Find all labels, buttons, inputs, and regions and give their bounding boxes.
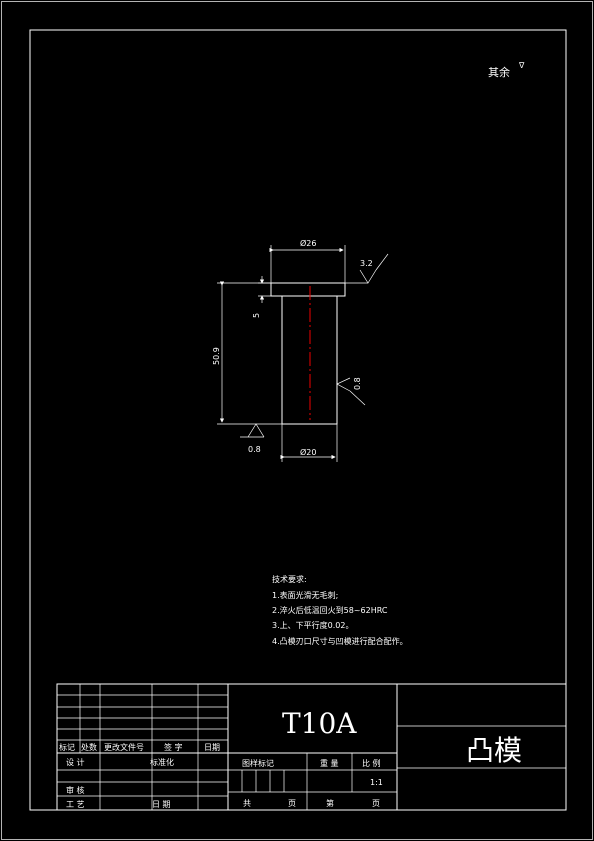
tech-item-4: 4.凸模刃口尺寸与凹模进行配合配作。	[272, 636, 408, 646]
dim-total-length-text: 50.9	[212, 347, 221, 365]
punch-part	[270, 282, 346, 425]
hdr-date: 日期	[204, 743, 220, 752]
roughness-bottom-text: 0.8	[248, 445, 261, 454]
tech-title: 技术要求:	[272, 574, 307, 584]
corner-roughness-symbol: ∇	[518, 61, 525, 70]
dim-total-length: 50.9	[212, 281, 282, 425]
label-stage-mark: 图样标记	[242, 758, 274, 768]
dim-bottom-width: Ø20	[280, 424, 338, 462]
technical-requirements: 技术要求: 1.表面光滑无毛刺; 2.淬火后低温回火到58~62HRC 3.上、…	[272, 574, 408, 646]
corner-roughness-mark: 其余	[488, 65, 510, 79]
hdr-mark: 标记	[59, 742, 75, 752]
dim-top-width-text: Ø26	[300, 238, 316, 248]
label-sheet: 第	[326, 798, 334, 808]
label-design: 设 计	[66, 757, 85, 767]
hdr-doc: 更改文件号	[104, 742, 144, 752]
roughness-top-text: 3.2	[360, 259, 373, 268]
label-page-unit-2: 页	[372, 799, 380, 808]
roughness-side-text: 0.8	[353, 377, 362, 390]
roughness-side: 0.8	[336, 377, 366, 406]
dim-top-width: Ø26	[269, 238, 346, 283]
punch-head	[270, 282, 346, 297]
title-block: 标记 处数 更改文件号 签 字 日期 设 计 标准化 审 核 工 艺 日 期 T…	[56, 683, 567, 811]
tech-item-3: 3.上、下平行度0.02。	[272, 620, 353, 630]
label-weight: 重 量	[320, 758, 339, 768]
tech-item-2: 2.淬火后低温回火到58~62HRC	[272, 605, 388, 615]
hdr-sign: 签 字	[164, 742, 183, 752]
label-total: 共	[243, 799, 251, 808]
dim-head-height: 5	[252, 276, 282, 318]
label-standard: 标准化	[150, 757, 174, 767]
label-review: 审 核	[66, 785, 85, 795]
hdr-count: 处数	[81, 742, 97, 752]
label-process: 工 艺	[66, 800, 85, 809]
label-scale: 比 例	[362, 758, 381, 768]
part-name-text: 凸模	[466, 734, 522, 767]
label-date: 日 期	[152, 800, 171, 809]
material-text: T10A	[282, 707, 357, 740]
roughness-top: 3.2	[345, 253, 389, 284]
dim-head-height-text: 5	[252, 313, 261, 318]
tech-item-1: 1.表面光滑无毛刺;	[272, 590, 338, 600]
dim-bottom-width-text: Ø20	[300, 447, 316, 457]
scale-value: 1:1	[370, 778, 383, 787]
inner-border	[29, 29, 567, 811]
roughness-bottom: 0.8	[240, 423, 265, 454]
revision-grid	[57, 684, 229, 810]
label-page-unit: 页	[288, 799, 296, 808]
